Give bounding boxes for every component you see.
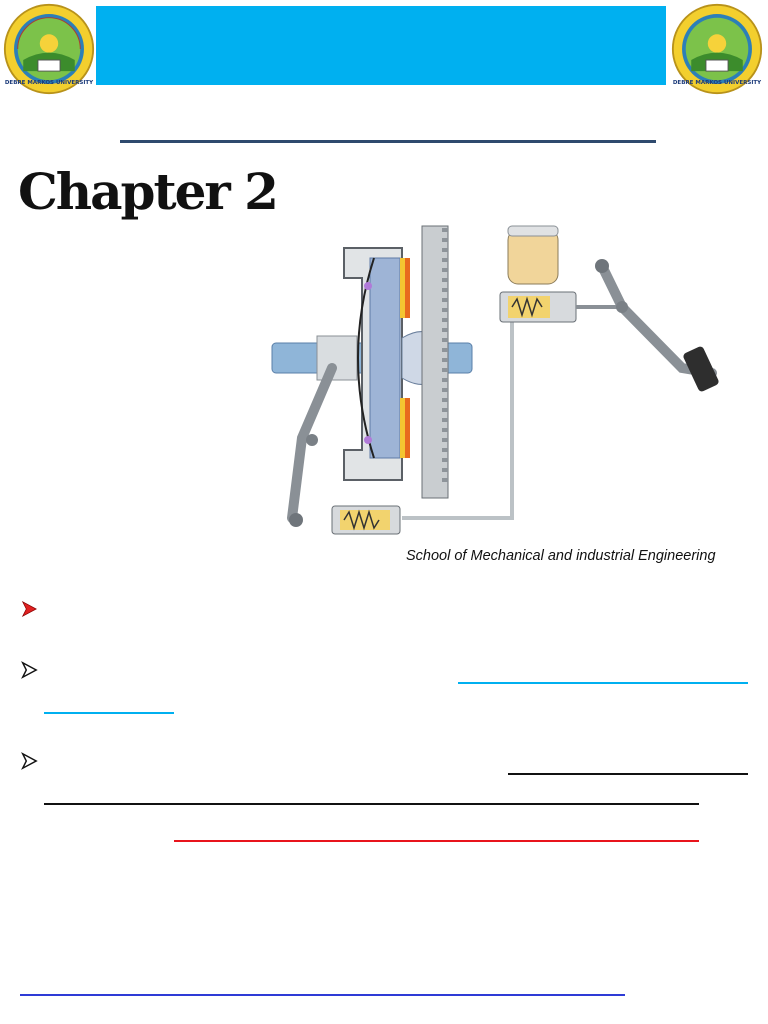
- blue-underline: [20, 994, 625, 996]
- header-banner: [96, 6, 666, 85]
- red-arrowhead-icon: [21, 600, 37, 618]
- clutch-hydraulic-diagram: [271, 225, 719, 535]
- black-arrowhead-icon: [21, 752, 38, 770]
- black-arrowhead-icon: [21, 661, 38, 679]
- university-seal-logo-left: DEBRE MARKOS UNIVERSITY: [3, 3, 94, 95]
- logo-left-lettering: DEBRE MARKOS UNIVERSITY: [5, 80, 94, 86]
- red-underline: [174, 840, 699, 842]
- header-divider: [120, 140, 656, 143]
- cyan-underline: [458, 682, 748, 684]
- logo-right-lettering: DEBRE MARKOS UNIVERSITY: [673, 80, 762, 86]
- black-underline-continued: [44, 803, 699, 805]
- black-underline: [508, 773, 748, 775]
- university-seal-logo-right: DEBRE MARKOS UNIVERSITY: [671, 3, 762, 95]
- figure-caption: School of Mechanical and industrial Engi…: [406, 548, 716, 564]
- chapter-title: Chapter 2: [18, 162, 279, 221]
- cyan-underline-continued: [44, 712, 174, 714]
